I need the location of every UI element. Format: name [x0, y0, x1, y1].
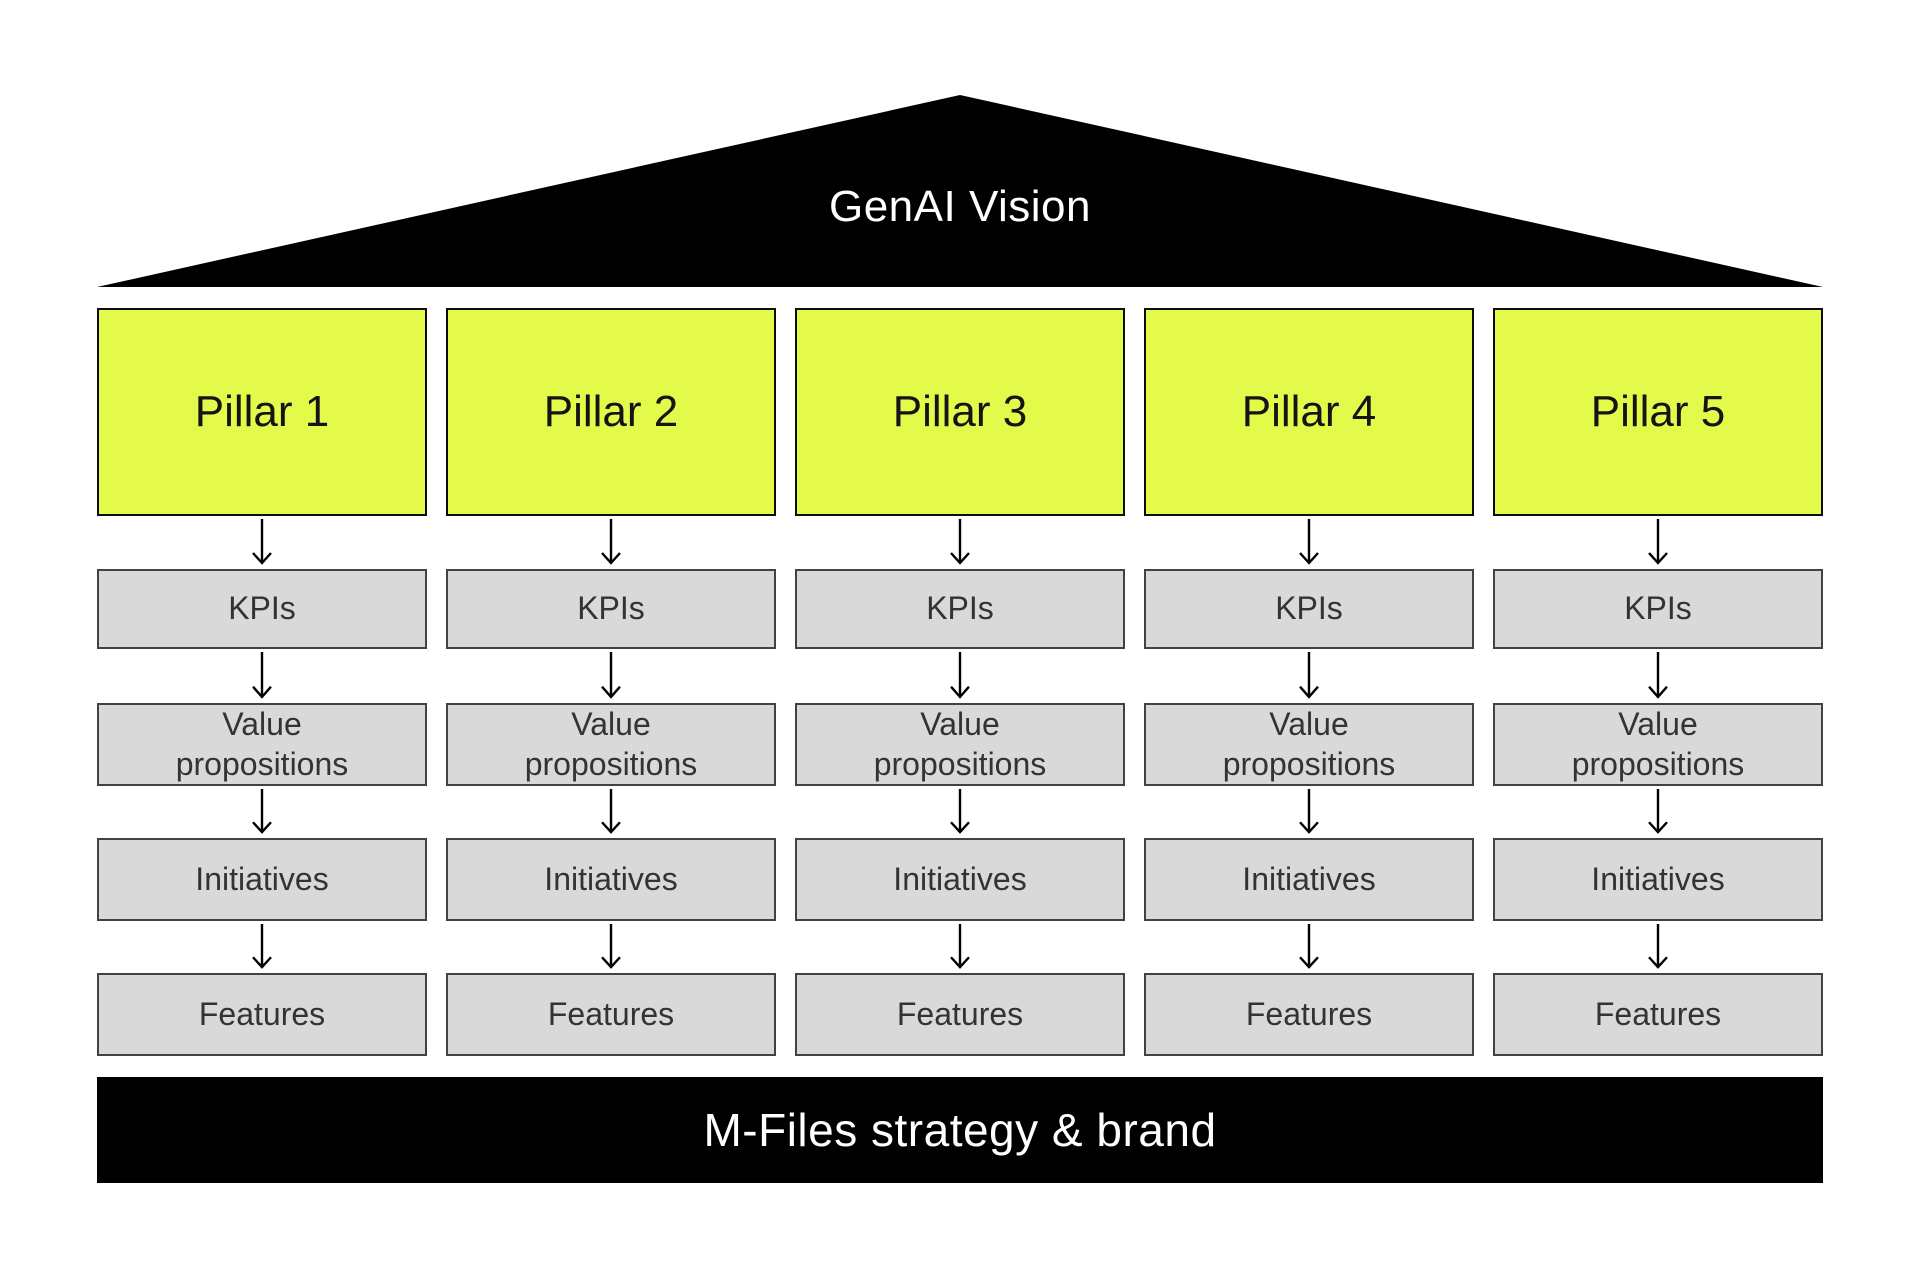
pillar-box: Pillar 2: [446, 308, 776, 516]
pillar-box: Pillar 4: [1144, 308, 1474, 516]
down-arrow-icon: [601, 789, 621, 834]
pillar-column-1: Pillar 1 KPIs Value propositions Initiat…: [97, 0, 427, 1280]
footer-bar: M-Files strategy & brand: [97, 1077, 1823, 1183]
value-propositions-label: Value propositions: [524, 706, 698, 782]
down-arrow-icon: [1648, 519, 1668, 565]
down-arrow-icon: [1299, 924, 1319, 969]
down-arrow-icon: [1299, 652, 1319, 699]
initiatives-box: Initiatives: [1493, 838, 1823, 921]
down-arrow-icon: [950, 652, 970, 699]
down-arrow-icon: [601, 924, 621, 969]
down-arrow-icon: [950, 924, 970, 969]
features-box: Features: [97, 973, 427, 1056]
down-arrow-icon: [1648, 652, 1668, 699]
value-propositions-box: Value propositions: [446, 703, 776, 786]
down-arrow-icon: [950, 789, 970, 834]
kpis-box: KPIs: [1493, 569, 1823, 649]
down-arrow-icon: [1299, 789, 1319, 834]
value-propositions-label: Value propositions: [1571, 706, 1745, 782]
down-arrow-icon: [252, 652, 272, 699]
features-box: Features: [1493, 973, 1823, 1056]
initiatives-box: Initiatives: [446, 838, 776, 921]
down-arrow-icon: [601, 652, 621, 699]
pillar-column-2: Pillar 2 KPIs Value propositions Initiat…: [446, 0, 776, 1280]
kpis-box: KPIs: [795, 569, 1125, 649]
down-arrow-icon: [252, 519, 272, 565]
roof-title: GenAI Vision: [828, 181, 1091, 231]
value-propositions-label: Value propositions: [873, 706, 1047, 782]
pillar-column-4: Pillar 4 KPIs Value propositions Initiat…: [1144, 0, 1474, 1280]
pillar-box: Pillar 5: [1493, 308, 1823, 516]
value-propositions-box: Value propositions: [1493, 703, 1823, 786]
down-arrow-icon: [252, 789, 272, 834]
pillar-column-3: Pillar 3 KPIs Value propositions Initiat…: [795, 0, 1125, 1280]
features-box: Features: [446, 973, 776, 1056]
value-propositions-box: Value propositions: [97, 703, 427, 786]
pillar-box: Pillar 1: [97, 308, 427, 516]
down-arrow-icon: [1648, 789, 1668, 834]
kpis-box: KPIs: [446, 569, 776, 649]
initiatives-box: Initiatives: [1144, 838, 1474, 921]
initiatives-box: Initiatives: [97, 838, 427, 921]
features-box: Features: [1144, 973, 1474, 1056]
initiatives-box: Initiatives: [795, 838, 1125, 921]
down-arrow-icon: [252, 924, 272, 969]
kpis-box: KPIs: [1144, 569, 1474, 649]
kpis-box: KPIs: [97, 569, 427, 649]
pillar-column-5: Pillar 5 KPIs Value propositions Initiat…: [1493, 0, 1823, 1280]
down-arrow-icon: [1299, 519, 1319, 565]
value-propositions-box: Value propositions: [1144, 703, 1474, 786]
value-propositions-label: Value propositions: [175, 706, 349, 782]
value-propositions-label: Value propositions: [1222, 706, 1396, 782]
down-arrow-icon: [601, 519, 621, 565]
value-propositions-box: Value propositions: [795, 703, 1125, 786]
down-arrow-icon: [950, 519, 970, 565]
footer-label: M-Files strategy & brand: [703, 1104, 1217, 1156]
pillar-box: Pillar 3: [795, 308, 1125, 516]
down-arrow-icon: [1648, 924, 1668, 969]
features-box: Features: [795, 973, 1125, 1056]
